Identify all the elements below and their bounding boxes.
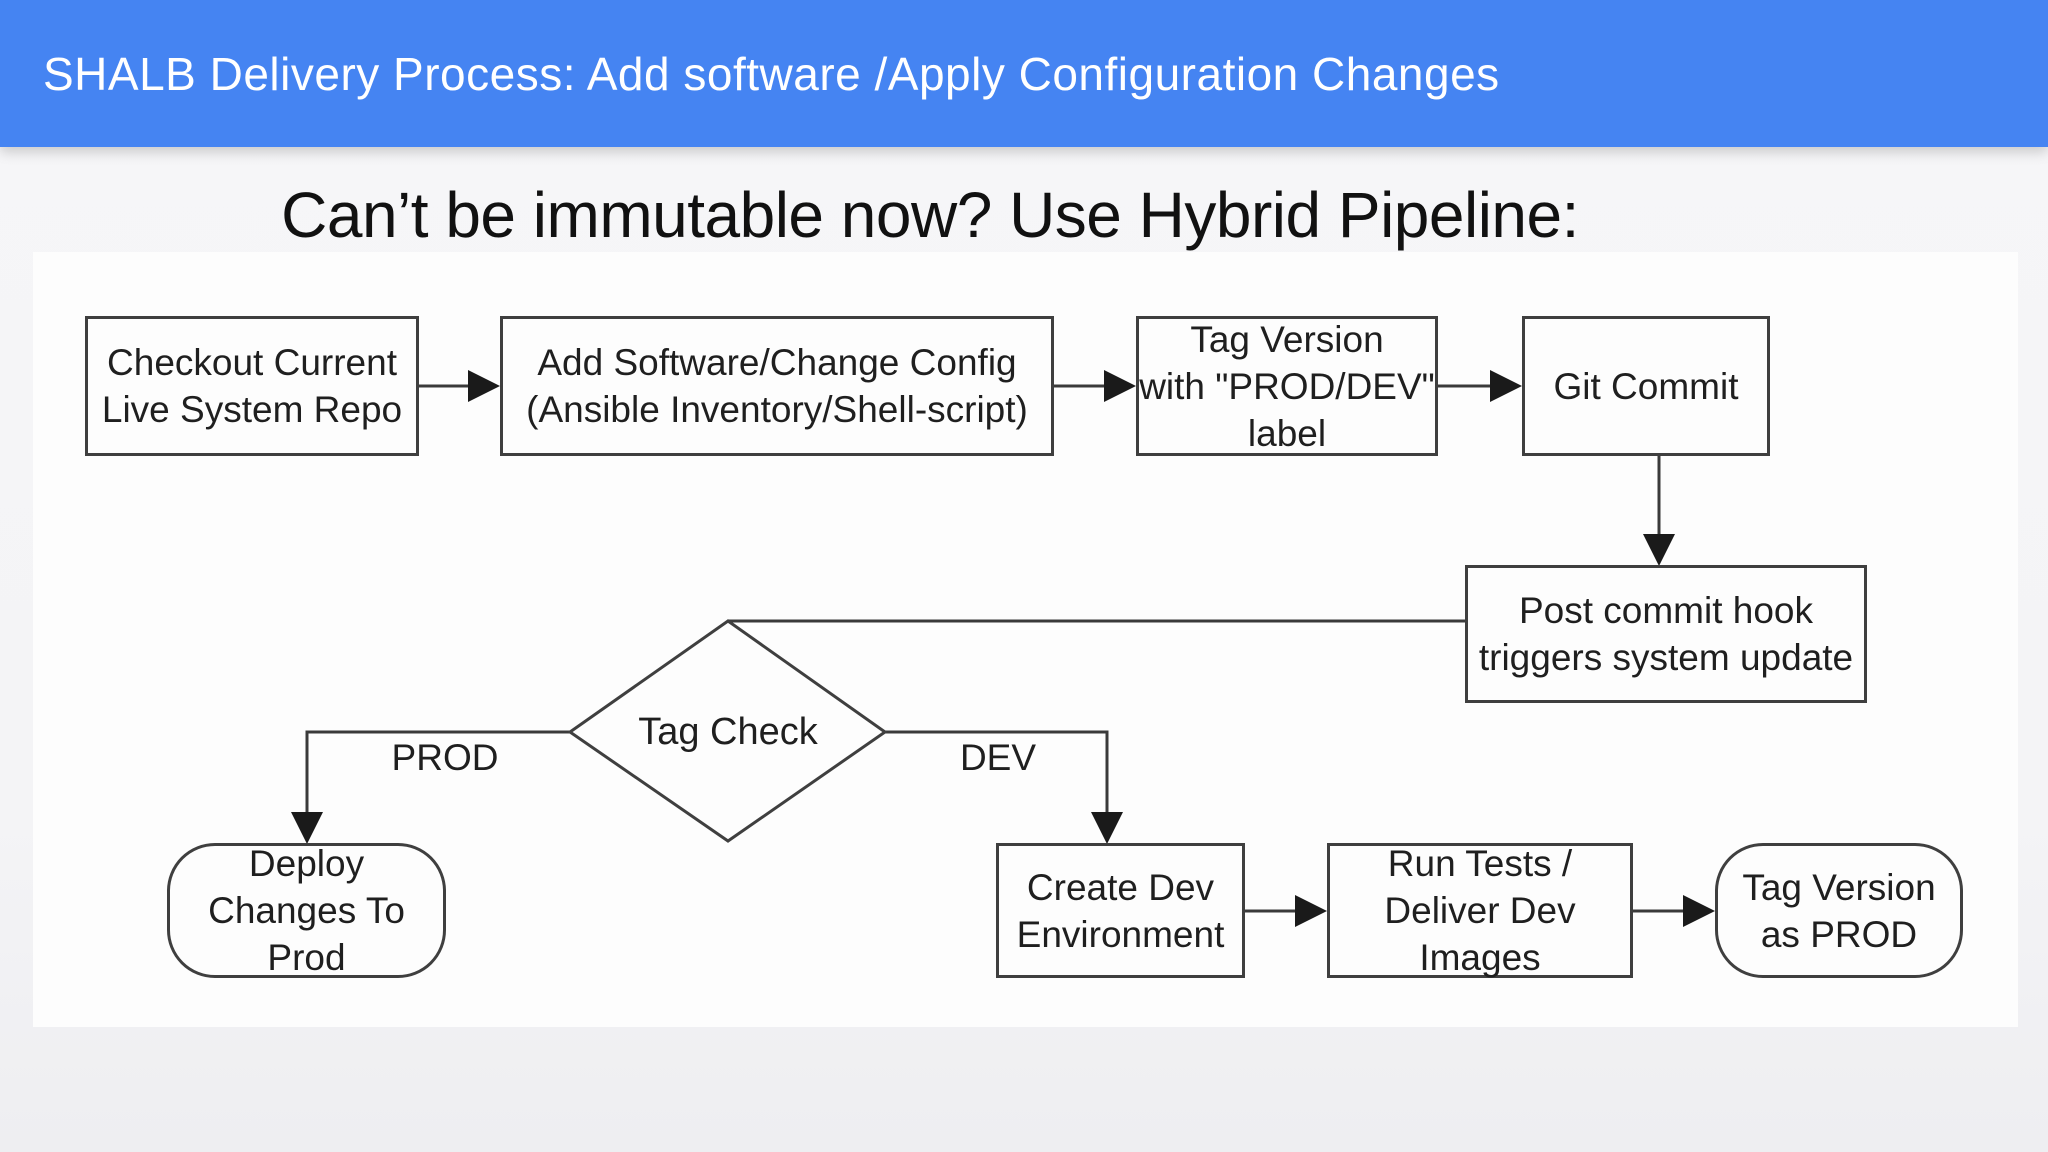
slide-headline: Can’t be immutable now? Use Hybrid Pipel… [281,179,1579,251]
flow-node-deploy-changes-to-prod: Deploy Changes To Prod [167,843,446,978]
node-label: Tag Version as PROD [1742,866,1936,955]
edge-label-dev: DEV [959,737,1037,778]
arrowhead-down-icon [1643,534,1675,566]
app-header: SHALB Delivery Process: Add software /Ap… [0,0,2048,147]
node-label: Create Dev Environment [1016,866,1225,955]
node-label: Git Commit [1553,365,1739,407]
node-label: Add Software/Change Config (Ansible Inve… [526,342,1028,430]
arrowhead-right-icon [1295,895,1327,927]
arrowhead-down-icon [291,812,323,844]
arrowhead-down-icon [1091,812,1123,844]
arrowhead-right-icon [1104,370,1136,402]
flow-node-create-dev-environment: Create Dev Environment [996,843,1245,978]
node-label: Post commit hook triggers system update [1478,590,1854,678]
flow-node-post-commit-hook: Post commit hook triggers system update [1465,565,1867,703]
edge-tagcheck-to-createdev [885,730,1109,812]
node-label: Deploy Changes To Prod [208,843,405,978]
app-header-title: SHALB Delivery Process: Add software /Ap… [43,47,1500,100]
decision-diamond-tag-check [567,619,888,843]
flow-node-tag-version-as-prod: Tag Version as PROD [1715,843,1963,978]
flow-node-git-commit: Git Commit [1522,316,1770,456]
arrowhead-right-icon [1490,370,1522,402]
flow-node-add-software-change-config: Add Software/Change Config (Ansible Inve… [500,316,1054,456]
node-label: Checkout Current Live System Repo [101,342,403,430]
node-label: Tag Version with "PROD/DEV" label [1139,318,1435,454]
arrowhead-right-icon [468,370,500,402]
node-label: Run Tests / Deliver Dev Images [1384,843,1576,978]
edge-label-prod: PROD [391,737,499,778]
flow-node-tag-check-label: Tag Check [638,710,818,753]
flow-node-run-tests-deliver-dev-images: Run Tests / Deliver Dev Images [1327,843,1633,978]
flow-node-checkout-current-live-system-repo: Checkout Current Live System Repo [85,316,419,456]
arrowhead-right-icon [1683,895,1715,927]
edge-tagcheck-to-deployprod [305,730,570,812]
flow-node-tag-version-with-label: Tag Version with "PROD/DEV" label [1136,316,1438,456]
